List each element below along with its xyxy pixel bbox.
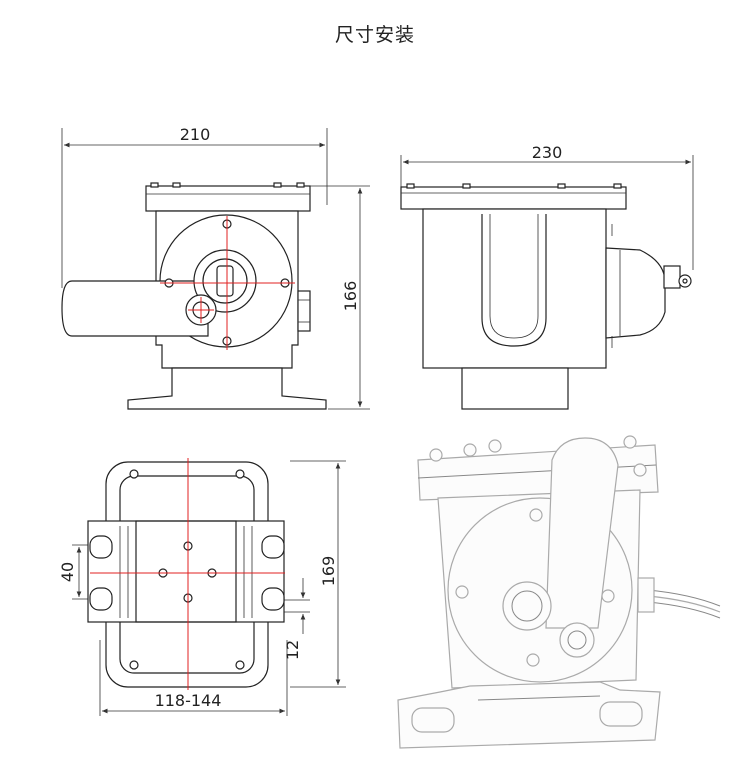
flange-bolts bbox=[150, 182, 305, 188]
dim-label-40: 40 bbox=[58, 562, 77, 582]
dim-label-210: 210 bbox=[180, 125, 211, 144]
product-photo bbox=[397, 435, 721, 749]
dim-label-166: 166 bbox=[341, 281, 360, 312]
side-view: 230 bbox=[400, 143, 694, 410]
dim-label-12: 12 bbox=[283, 640, 302, 660]
front-view: 210 166 bbox=[61, 125, 370, 410]
dim-label-230: 230 bbox=[532, 143, 563, 162]
photo-flange-bolts bbox=[429, 435, 647, 477]
dim-label-118-144: 118-144 bbox=[155, 691, 222, 710]
page-title: 尺寸安装 bbox=[334, 24, 415, 46]
bottom-view: 169 118-144 40 12 bbox=[58, 458, 346, 716]
dim-label-169: 169 bbox=[319, 556, 338, 587]
side-flange-bolts bbox=[406, 183, 622, 189]
